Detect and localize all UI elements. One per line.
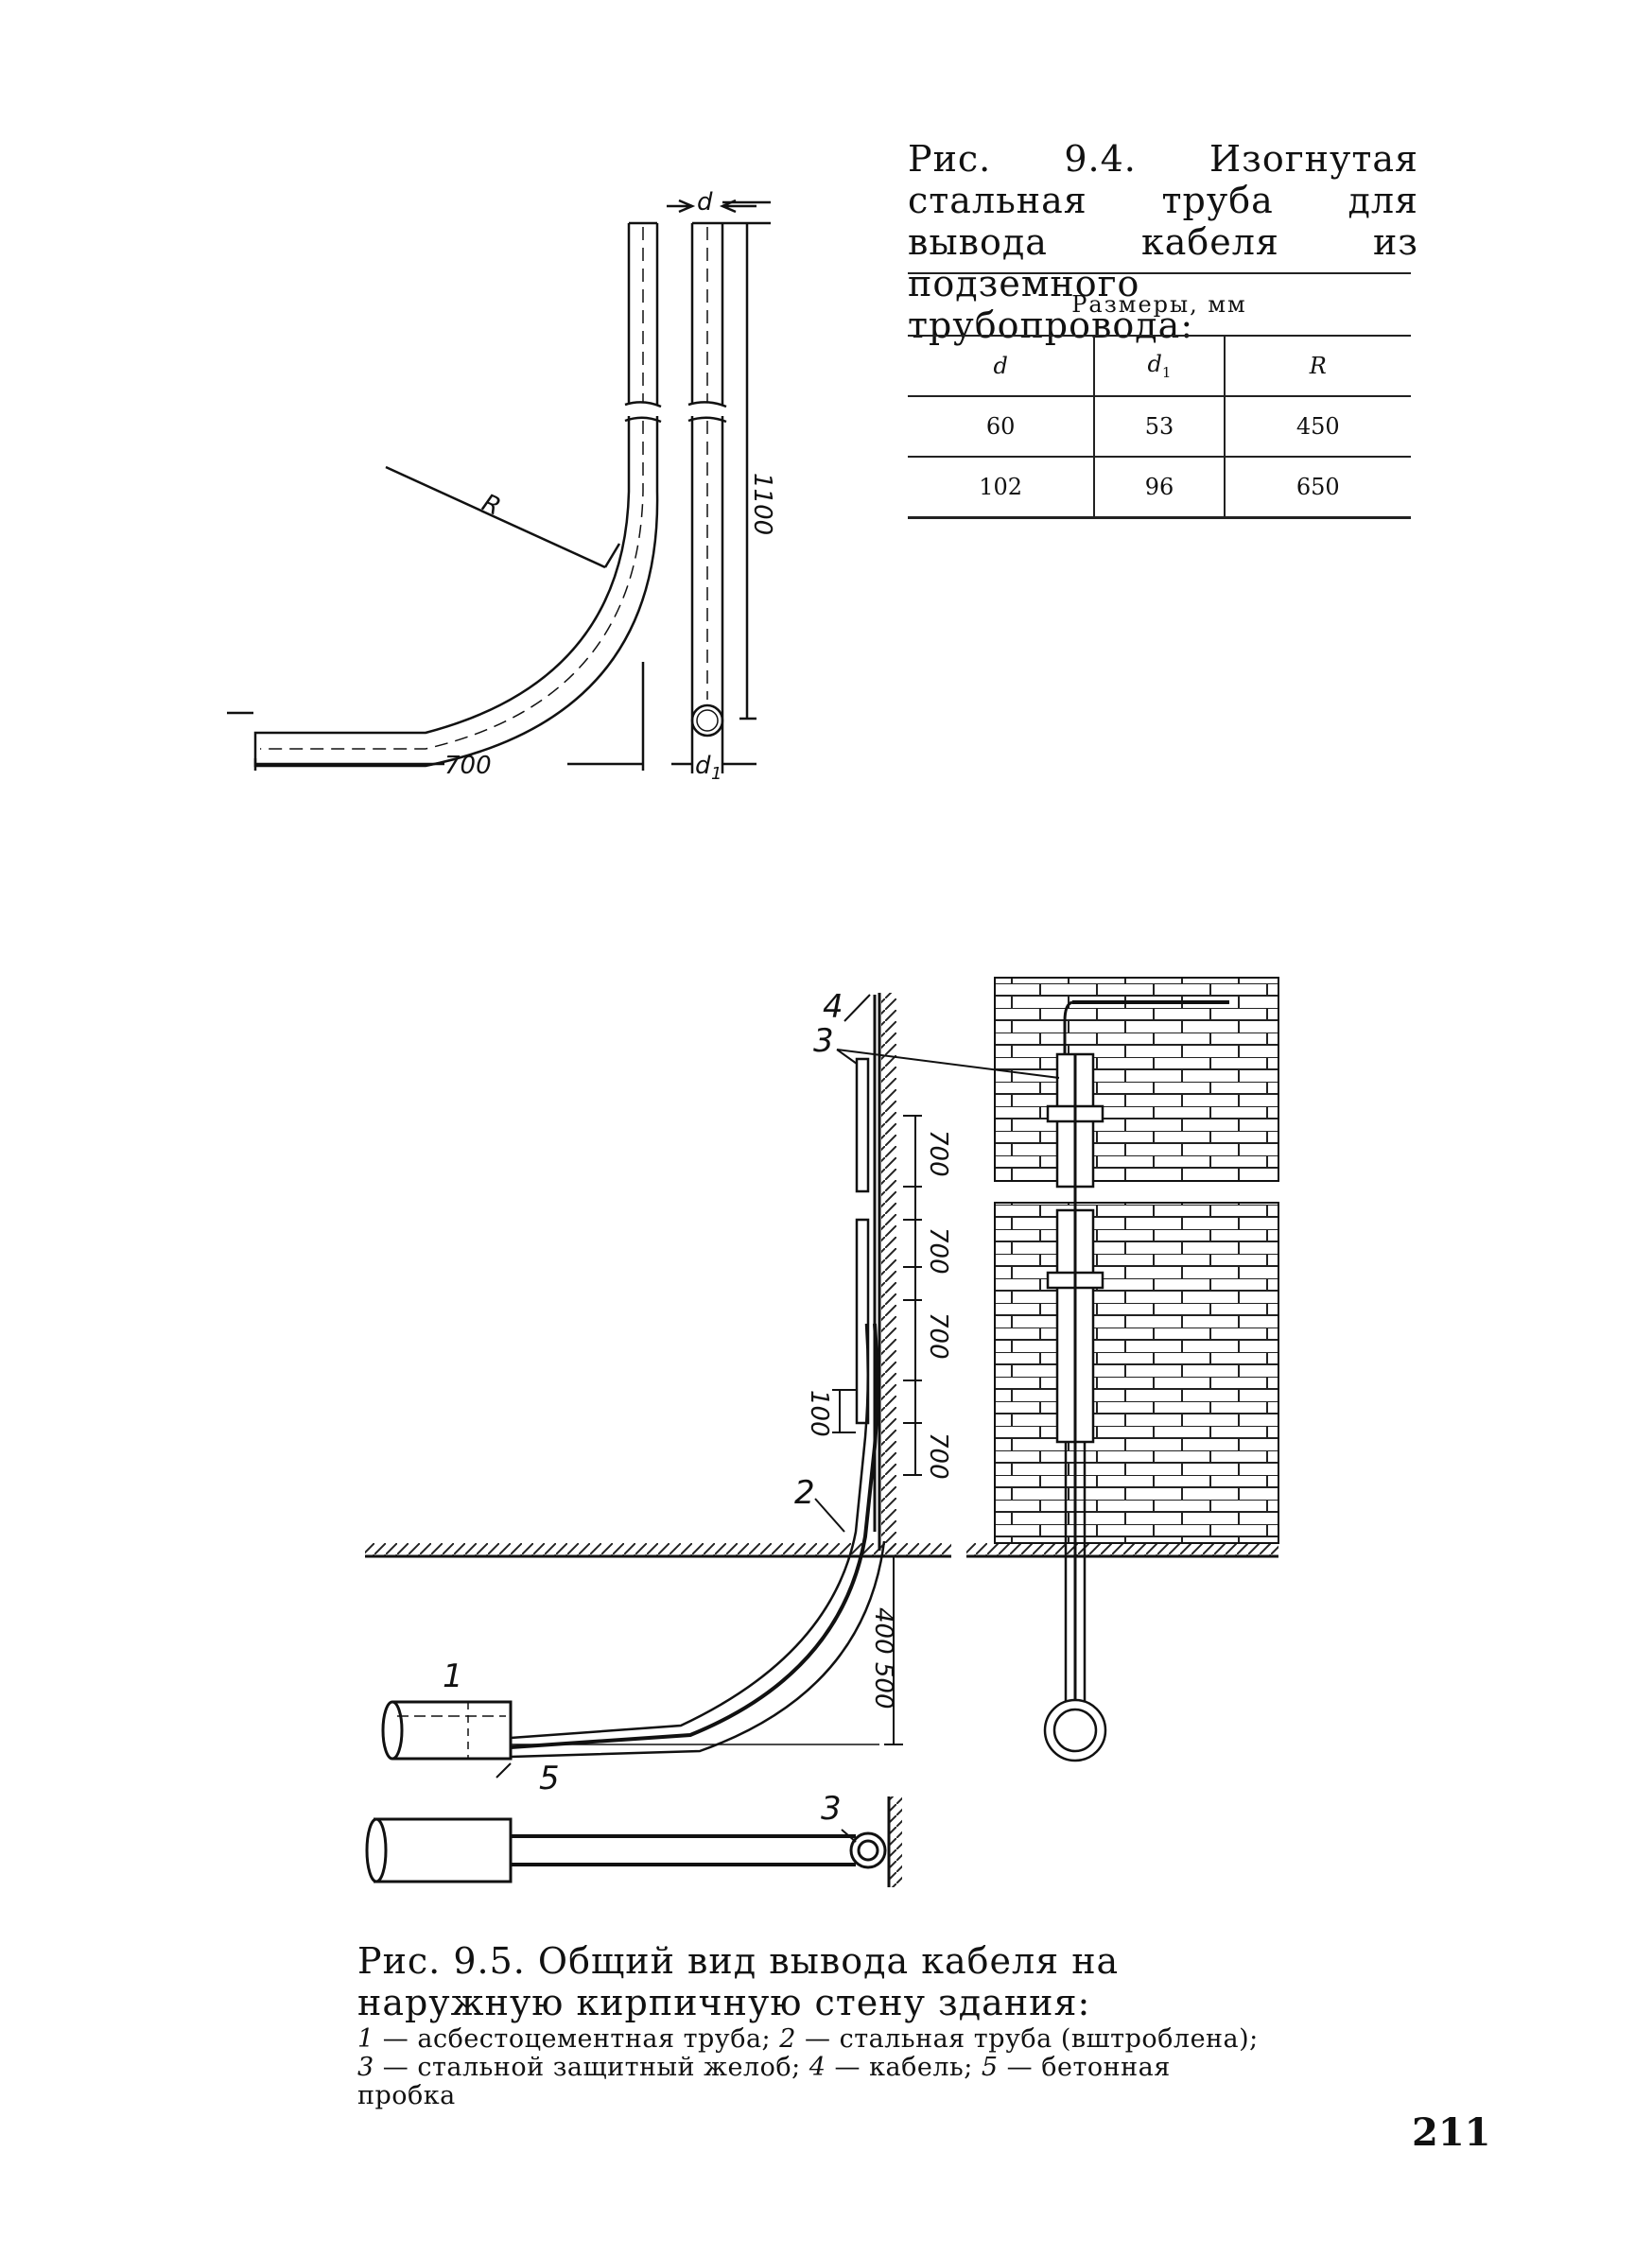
fig94-right-pipe-lower: [690, 416, 724, 719]
plan-view-pipe: [365, 1796, 902, 1887]
table-cell: 650: [1223, 456, 1411, 519]
fig95-caption: Рис. 9.5. Общий вид вывода кабеля на нар…: [357, 1940, 1120, 2023]
legend-text: — кабель;: [826, 2053, 982, 2082]
callout-3-top: 3: [813, 1022, 834, 1060]
table-col-R: R: [1223, 336, 1411, 397]
dim-700-a: 700: [924, 1130, 952, 1177]
fig94-label-d1: d: [695, 752, 711, 780]
dim-100: 100: [805, 1390, 833, 1437]
table-cell: 53: [1093, 396, 1225, 457]
fig94-label-d1-sub: 1: [711, 764, 722, 784]
fig94-right-pipe-upper: [690, 221, 724, 405]
dim-400-500: 400 500: [869, 1607, 897, 1709]
dim-700-b: 700: [924, 1227, 952, 1275]
ground-line: [365, 1543, 1278, 1558]
fig94-left-pipe-upper: [627, 221, 659, 405]
table-cell: 96: [1093, 456, 1225, 519]
callout-3-bottom: 3: [821, 1790, 842, 1828]
fig95-legend: 1 — асбестоцементная труба; 2 — стальная…: [357, 2025, 1265, 2110]
table-row: 102 96 650: [908, 456, 1411, 519]
asbestos-pipe: [381, 1700, 513, 1761]
brick-wall: [994, 977, 1279, 1544]
table-cell: 450: [1223, 396, 1411, 457]
legend-num: 3: [357, 2053, 374, 2082]
callout-4: 4: [823, 988, 843, 1026]
dim-700-d: 700: [924, 1432, 952, 1480]
legend-text: — бетонная пробка: [357, 2053, 1171, 2110]
callout-2: 2: [794, 1474, 815, 1512]
table-col-d: d: [908, 336, 1095, 397]
table-cell: 60: [985, 413, 1016, 440]
fig94-label-d: d: [697, 188, 713, 217]
legend-num: 1: [357, 2024, 374, 2054]
legend-text: — стальная труба (вштроблена);: [795, 2024, 1259, 2054]
table-cell: 102: [908, 456, 1095, 519]
table-col-d1: d1: [1093, 336, 1225, 397]
callout-1: 1: [443, 1657, 463, 1695]
page-number: 211: [1412, 2110, 1491, 2155]
legend-num: 4: [809, 2053, 826, 2082]
fig94-dim-700: 700: [444, 752, 492, 780]
dim-700-c: 700: [924, 1312, 952, 1360]
legend-text: — стальной защитный желоб;: [374, 2053, 809, 2082]
table-row: 60 53 450: [908, 396, 1411, 457]
legend-num: 2: [779, 2024, 796, 2054]
fig94-dim-1100: 1100: [748, 473, 776, 535]
callout-5: 5: [539, 1760, 560, 1797]
side-view-assembly: [510, 995, 922, 1759]
legend-text: — асбестоцементная труба;: [374, 2024, 780, 2054]
legend-num: 5: [981, 2053, 999, 2082]
fig94-bent-pipe: [253, 416, 659, 768]
fig94-dimensions-table: Размеры, мм d d1 R 60 53 450 102 96 650: [908, 272, 1411, 519]
table-header: Размеры, мм: [908, 272, 1411, 337]
wall-profile: [878, 993, 896, 1551]
front-view-assembly: [1043, 1000, 1229, 1762]
